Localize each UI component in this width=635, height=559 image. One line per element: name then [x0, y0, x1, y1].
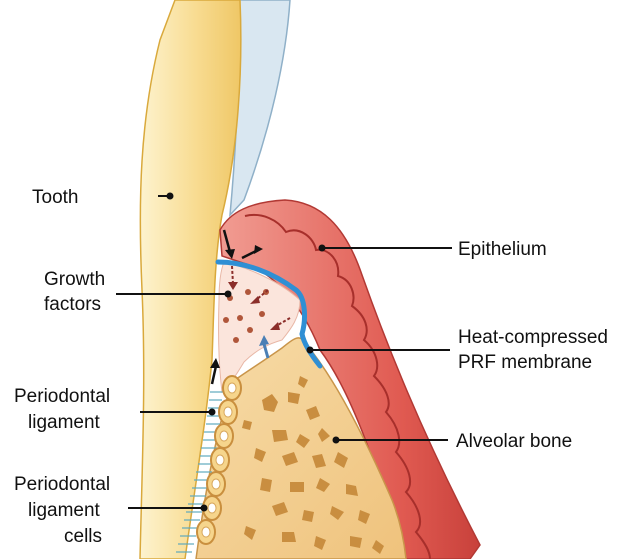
label-pdl-cells-line2: ligament	[28, 500, 101, 521]
label-tooth: Tooth	[32, 187, 78, 208]
label-growth-factors-line2: factors	[44, 294, 101, 315]
label-periodontal-ligament-line2: ligament	[28, 412, 101, 433]
blue-arrow	[264, 344, 268, 358]
label-pdl-cells-line1: Periodontal	[14, 474, 110, 495]
label-prf-line1: Heat-compressed	[458, 327, 608, 348]
label-alveolar-bone: Alveolar bone	[456, 431, 572, 452]
label-prf-line2: PRF membrane	[458, 352, 592, 373]
label-periodontal-ligament-line1: Periodontal	[14, 386, 110, 407]
label-epithelium: Epithelium	[458, 239, 547, 260]
label-pdl-cells-line3: cells	[64, 526, 102, 547]
label-growth-factors-line1: Growth	[44, 269, 105, 290]
